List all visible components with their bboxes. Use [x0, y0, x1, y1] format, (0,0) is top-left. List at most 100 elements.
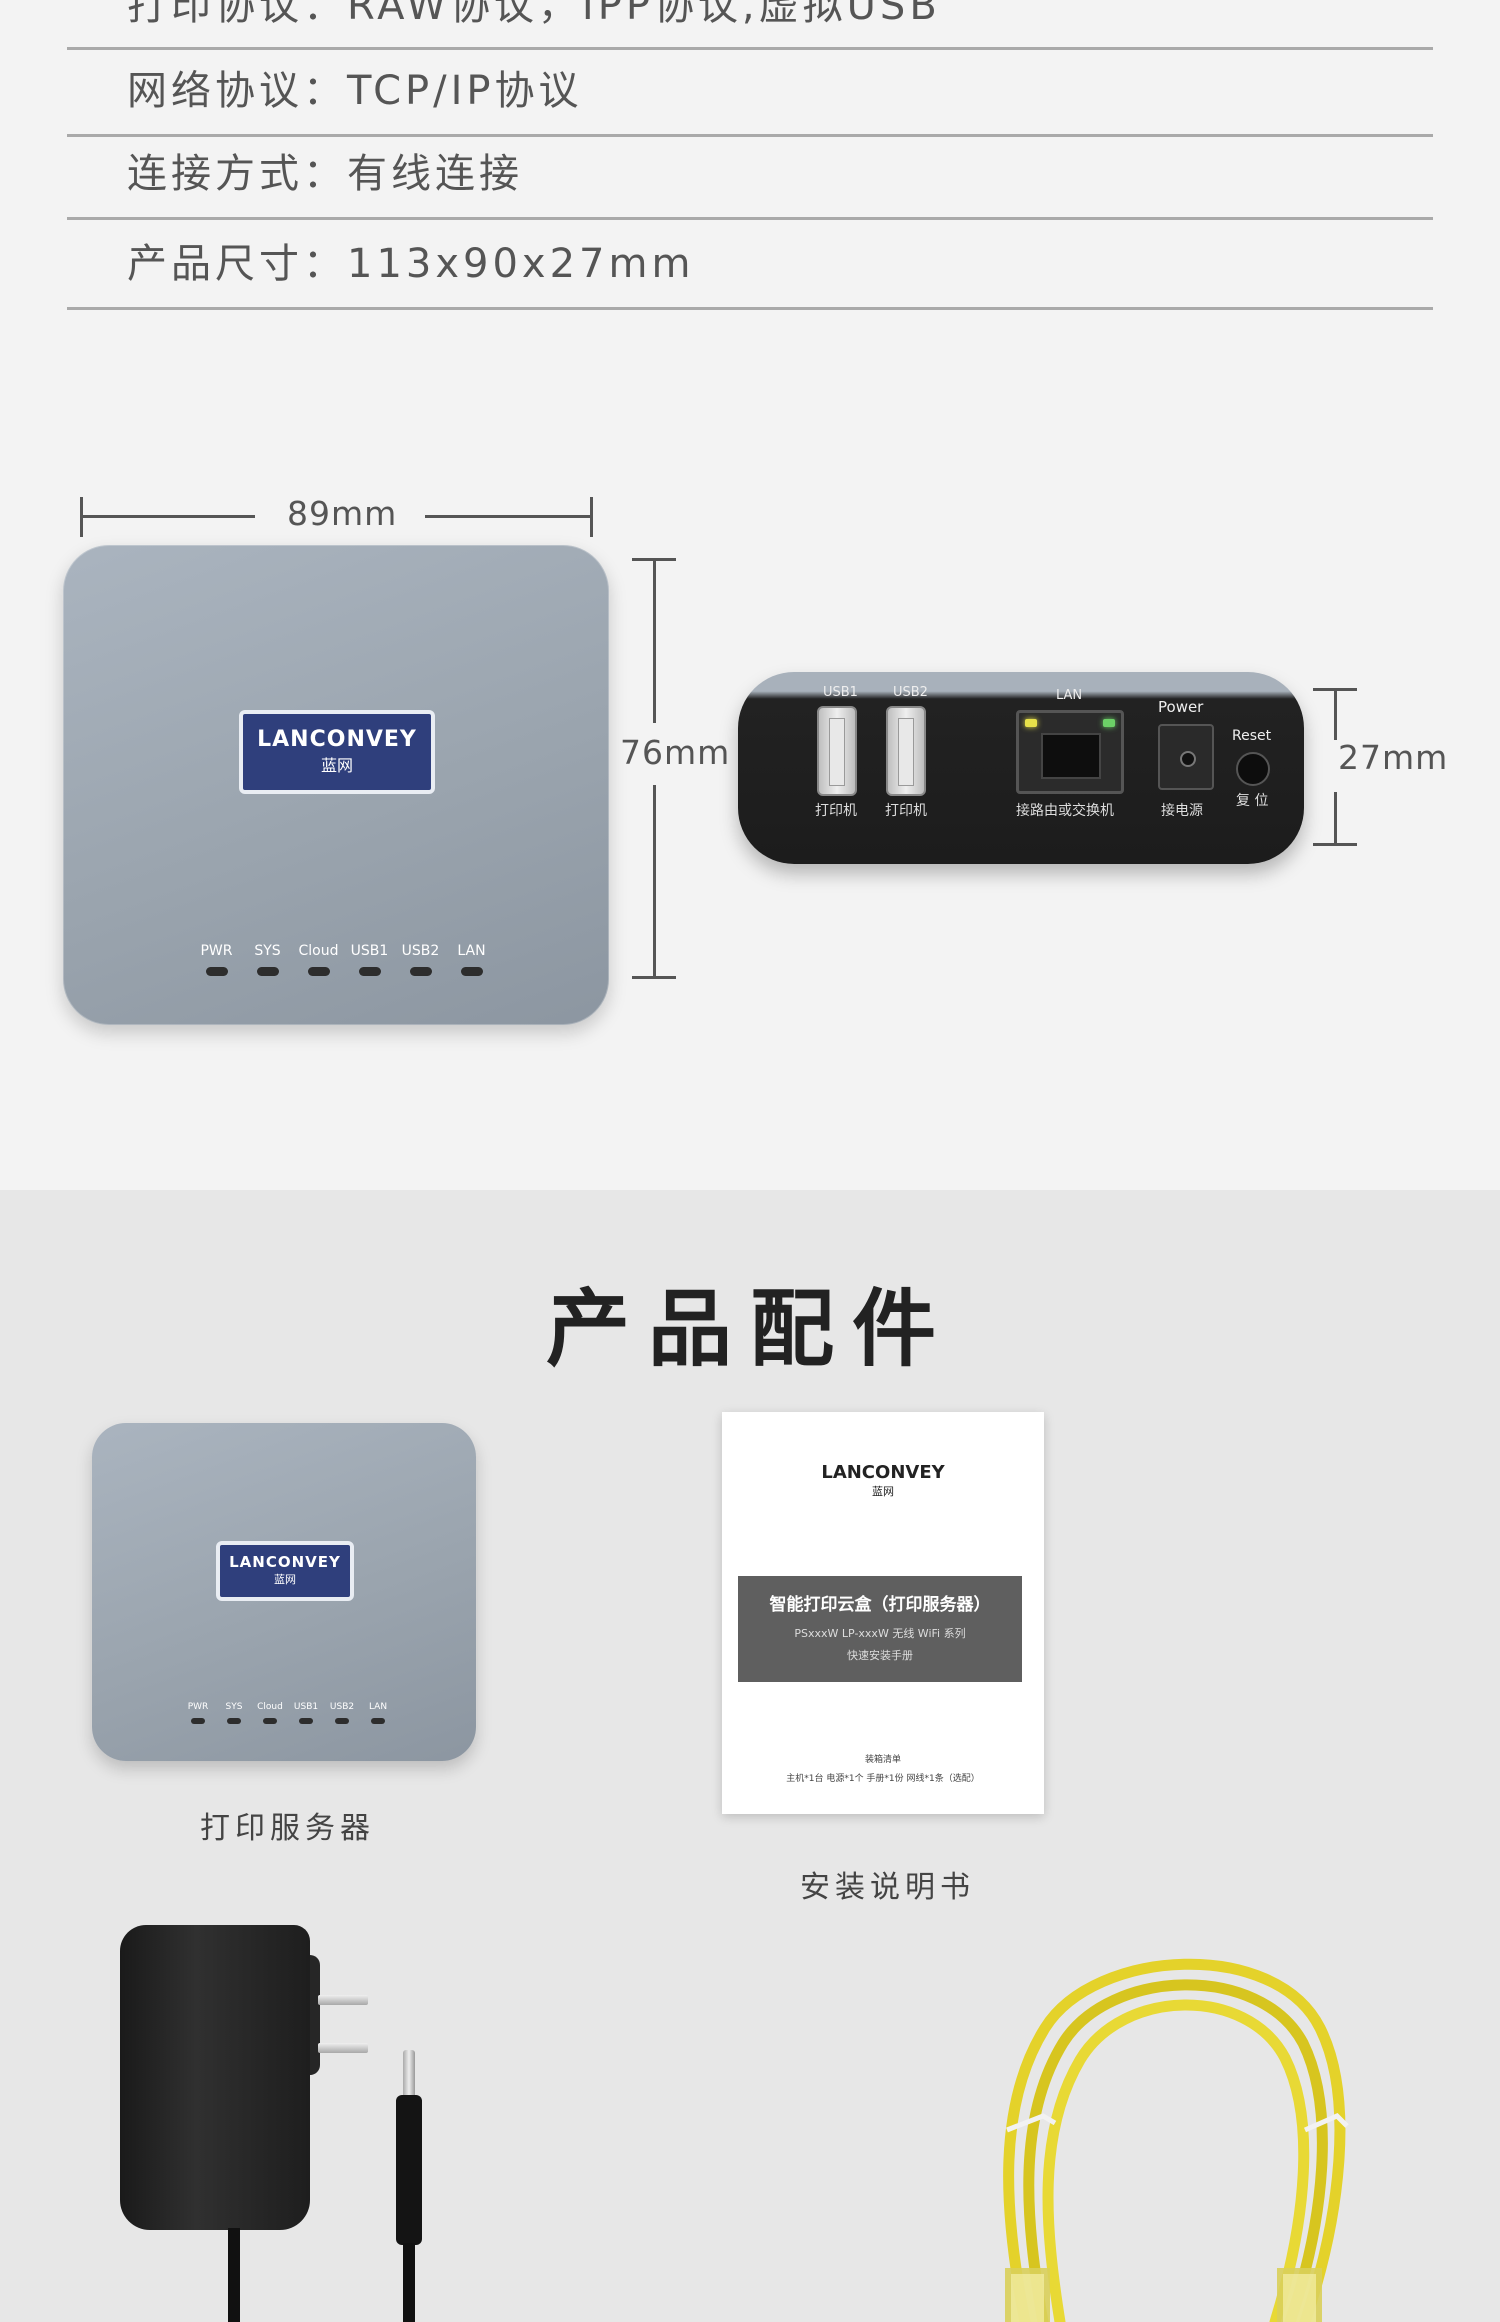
brand-logo-cn: 蓝网	[243, 752, 431, 776]
reset-button	[1236, 752, 1270, 786]
small-led-sys: SYS	[216, 1702, 252, 1724]
small-led-cloud-label: Cloud	[257, 1702, 283, 1712]
spec-size: 产品尺寸：113x90x27mm	[127, 241, 695, 287]
led-sys: SYS	[242, 943, 293, 976]
power-port-desc: 接电源	[1161, 803, 1203, 819]
height-dim-line-bottom	[1334, 792, 1337, 845]
usb1-port-desc: 打印机	[815, 803, 857, 819]
small-led-sys-light	[227, 1718, 241, 1724]
led-lan-light	[460, 967, 483, 976]
led-pwr: PWR	[191, 943, 242, 976]
manual-subtitle: 快速安装手册	[847, 1649, 913, 1662]
rj45-connector-left-icon	[1005, 2268, 1050, 2322]
spec-row-network-protocol: 网络协议：TCP/IP协议	[67, 53, 1433, 137]
small-led-usb2-light	[335, 1718, 349, 1724]
small-led-lan-light	[371, 1718, 385, 1724]
lan-port	[1016, 710, 1124, 794]
small-led-cloud: Cloud	[252, 1702, 288, 1724]
manual-logo-text: LANCONVEY	[821, 1462, 945, 1483]
spec-row-connection: 连接方式：有线连接	[67, 140, 1433, 220]
print-server-caption: 打印服务器	[200, 1811, 375, 1846]
dc-plug-cable	[403, 2243, 415, 2322]
small-led-sys-label: SYS	[225, 1702, 243, 1712]
lan-port-led-green	[1103, 719, 1115, 727]
width-dim-label: 89mm	[287, 494, 398, 533]
manual-caption: 安装说明书	[800, 1870, 975, 1905]
manual-title-band: 智能打印云盒（打印服务器） PSxxxW LP-xxxW 无线 WiFi 系列 …	[738, 1576, 1022, 1682]
small-led-pwr-label: PWR	[187, 1702, 209, 1712]
manual-logo-cn: 蓝网	[872, 1485, 894, 1498]
manual-list: 主机*1台 电源*1个 手册*1份 网线*1条（选配）	[786, 1774, 980, 1784]
led-usb2: USB2	[395, 943, 446, 976]
height-dim-line-top	[1334, 688, 1337, 740]
small-led-indicators: PWR SYS Cloud USB1 USB2 LAN	[180, 1702, 396, 1724]
accessories-title: 产品配件	[545, 1280, 954, 1378]
spec-network-protocol: 网络协议：TCP/IP协议	[127, 68, 583, 114]
small-led-usb2-label: USB2	[329, 1702, 355, 1712]
manual-packing-list: 装箱清单 主机*1台 电源*1个 手册*1份 网线*1条（选配）	[722, 1752, 1044, 1784]
manual-title: 智能打印云盒（打印服务器）	[769, 1595, 991, 1615]
small-led-usb1-label: USB1	[293, 1702, 319, 1712]
lan-port-desc: 接路由或交换机	[1016, 803, 1114, 819]
depth-dim-line-bottom	[653, 785, 656, 978]
device-top-view: LANCONVEY 蓝网 PWR SYS Cloud USB1 USB2 LAN	[63, 545, 609, 1025]
led-usb1: USB1	[344, 943, 395, 976]
spec-row-size: 产品尺寸：113x90x27mm	[67, 223, 1433, 310]
led-sys-label: SYS	[254, 943, 281, 959]
depth-dim-label: 76mm	[620, 733, 731, 772]
led-lan-label: LAN	[457, 943, 486, 959]
rj45-connector-right-icon	[1277, 2268, 1322, 2322]
width-dim-line-left	[80, 515, 255, 518]
lan-port-socket	[1041, 733, 1101, 779]
manual-list-title: 装箱清单	[864, 1755, 901, 1765]
led-sys-light	[256, 967, 279, 976]
spec-print-protocol: 打印协议：RAW协议，IPP协议,虚拟USB	[127, 0, 941, 29]
small-led-pwr-light	[191, 1718, 205, 1724]
usb2-port-label: USB2	[893, 685, 928, 700]
small-led-pwr: PWR	[180, 1702, 216, 1724]
power-port	[1158, 724, 1214, 790]
reset-desc: 复 位	[1236, 793, 1269, 809]
led-lan: LAN	[446, 943, 497, 976]
adapter-prong-bottom	[318, 2043, 368, 2053]
lan-port-label: LAN	[1056, 688, 1083, 703]
dc-plug	[396, 2095, 422, 2245]
spec-row-print-protocol: 打印协议：RAW协议，IPP协议,虚拟USB	[67, 0, 1433, 50]
small-led-usb1-light	[299, 1718, 313, 1724]
small-brand-logo-cn: 蓝网	[220, 1571, 350, 1587]
led-indicators: PWR SYS Cloud USB1 USB2 LAN	[191, 943, 497, 976]
width-dim-line-right	[425, 515, 593, 518]
device-back-view: USB1 USB2 打印机 打印机 LAN 接路由或交换机 Power 接电源 …	[738, 672, 1304, 864]
led-cloud: Cloud	[293, 943, 344, 976]
accessory-power-adapter	[120, 1925, 310, 2230]
led-cloud-light	[307, 967, 330, 976]
led-usb1-light	[358, 967, 381, 976]
small-brand-logo: LANCONVEY 蓝网	[216, 1541, 354, 1601]
manual-models: PSxxxW LP-xxxW 无线 WiFi 系列	[794, 1627, 966, 1640]
led-pwr-light	[205, 967, 228, 976]
height-dim-label: 27mm	[1338, 738, 1449, 777]
led-pwr-label: PWR	[200, 943, 233, 959]
usb1-port	[817, 706, 857, 796]
adapter-cable	[228, 2228, 240, 2322]
usb2-port-desc: 打印机	[885, 803, 927, 819]
brand-logo: LANCONVEY 蓝网	[239, 710, 435, 794]
brand-logo-text: LANCONVEY	[257, 727, 417, 752]
led-cloud-label: Cloud	[298, 943, 339, 959]
manual-logo: LANCONVEY 蓝网	[722, 1462, 1044, 1499]
reset-label: Reset	[1232, 728, 1272, 744]
small-led-cloud-light	[263, 1718, 277, 1724]
depth-dim-line-top	[653, 558, 656, 723]
small-brand-logo-text: LANCONVEY	[229, 1553, 341, 1571]
usb1-port-label: USB1	[823, 685, 858, 700]
small-led-usb1: USB1	[288, 1702, 324, 1724]
small-led-lan: LAN	[360, 1702, 396, 1724]
accessory-manual: LANCONVEY 蓝网 智能打印云盒（打印服务器） PSxxxW LP-xxx…	[722, 1412, 1044, 1814]
led-usb2-label: USB2	[401, 943, 440, 959]
led-usb1-label: USB1	[350, 943, 389, 959]
dc-plug-tip	[403, 2050, 415, 2100]
power-port-label: Power	[1158, 698, 1204, 716]
usb2-port	[886, 706, 926, 796]
accessory-ethernet-cable	[1003, 1958, 1349, 2322]
small-led-usb2: USB2	[324, 1702, 360, 1724]
